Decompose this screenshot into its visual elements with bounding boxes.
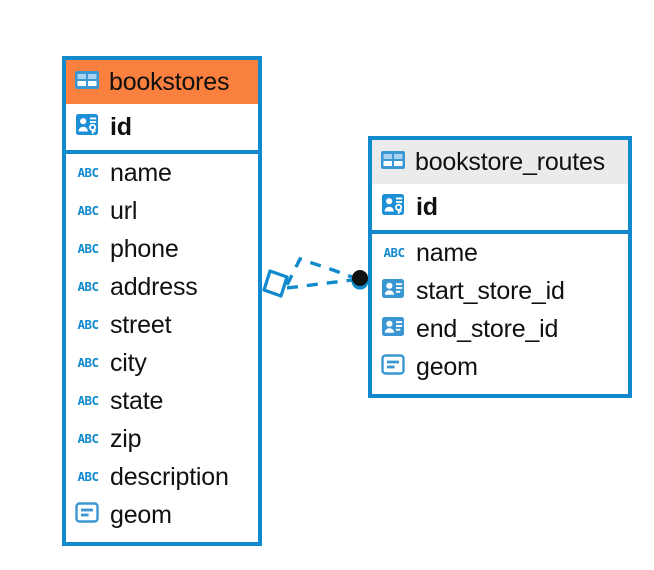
field-row-pk[interactable]: id <box>66 104 258 150</box>
foreign-key-icon <box>381 315 407 344</box>
field-name: id <box>110 112 132 141</box>
field-name: description <box>110 462 229 491</box>
field-name: geom <box>416 352 478 381</box>
field-row-start-store-id[interactable]: start_store_id <box>372 272 628 310</box>
abc-text-icon: ABC <box>383 244 405 260</box>
field-row-name[interactable]: ABC name <box>372 234 628 272</box>
field-list: ABC name ABC url ABC phone ABC address A… <box>66 154 258 534</box>
field-name: id <box>416 192 438 221</box>
abc-text-icon: ABC <box>77 468 99 484</box>
abc-text-icon: ABC <box>77 430 99 446</box>
field-row-city[interactable]: ABC city <box>66 344 258 382</box>
entity-table-bookstore-routes[interactable]: bookstore_routes id ABC <box>368 136 632 398</box>
relationship-target-circle-icon <box>351 270 369 290</box>
abc-text-icon: ABC <box>77 240 99 256</box>
abc-text-icon: ABC <box>77 354 99 370</box>
pk-divider <box>372 230 628 234</box>
foreign-key-icon <box>381 277 407 306</box>
field-row-phone[interactable]: ABC phone <box>66 230 258 268</box>
field-row-end-store-id[interactable]: end_store_id <box>372 310 628 348</box>
geometry-icon <box>381 353 407 382</box>
field-row-name[interactable]: ABC name <box>66 154 258 192</box>
field-name: end_store_id <box>416 314 559 343</box>
relationship-line-upper <box>285 256 353 286</box>
abc-text-icon: ABC <box>77 392 99 408</box>
field-row-description[interactable]: ABC description <box>66 458 258 496</box>
field-row-address[interactable]: ABC address <box>66 268 258 306</box>
field-name: city <box>110 348 147 377</box>
field-name: state <box>110 386 164 415</box>
geometry-icon <box>75 501 101 530</box>
abc-text-icon: ABC <box>77 164 99 180</box>
field-row-state[interactable]: ABC state <box>66 382 258 420</box>
field-list: ABC name start_store_id <box>372 234 628 386</box>
field-name: phone <box>110 234 179 263</box>
field-row-geom[interactable]: geom <box>372 348 628 386</box>
entity-table-bookstores[interactable]: bookstores id ABC name <box>62 56 262 546</box>
field-row-pk[interactable]: id <box>372 184 628 230</box>
abc-text-icon: ABC <box>77 278 99 294</box>
abc-text-icon: ABC <box>77 316 99 332</box>
field-name: name <box>110 158 172 187</box>
entity-title: bookstore_routes <box>415 147 605 176</box>
abc-text-icon: ABC <box>77 202 99 218</box>
field-name: geom <box>110 500 172 529</box>
entity-header-bookstores[interactable]: bookstores <box>66 60 258 104</box>
entity-title: bookstores <box>109 67 230 96</box>
field-name: name <box>416 238 478 267</box>
field-name: url <box>110 196 138 225</box>
table-grid-icon <box>380 149 406 176</box>
primary-key-icon <box>75 112 101 143</box>
table-grid-icon <box>74 69 100 96</box>
relationship-line-lower <box>286 278 353 290</box>
field-name: start_store_id <box>416 276 565 305</box>
entity-header-bookstore-routes[interactable]: bookstore_routes <box>372 140 628 184</box>
field-row-url[interactable]: ABC url <box>66 192 258 230</box>
pk-divider <box>66 150 258 154</box>
relationship-source-diamond-icon <box>262 269 289 298</box>
field-row-geom[interactable]: geom <box>66 496 258 534</box>
primary-key-icon <box>381 192 407 223</box>
field-name: address <box>110 272 198 301</box>
field-name: zip <box>110 424 142 453</box>
field-row-street[interactable]: ABC street <box>66 306 258 344</box>
field-name: street <box>110 310 172 339</box>
field-row-zip[interactable]: ABC zip <box>66 420 258 458</box>
